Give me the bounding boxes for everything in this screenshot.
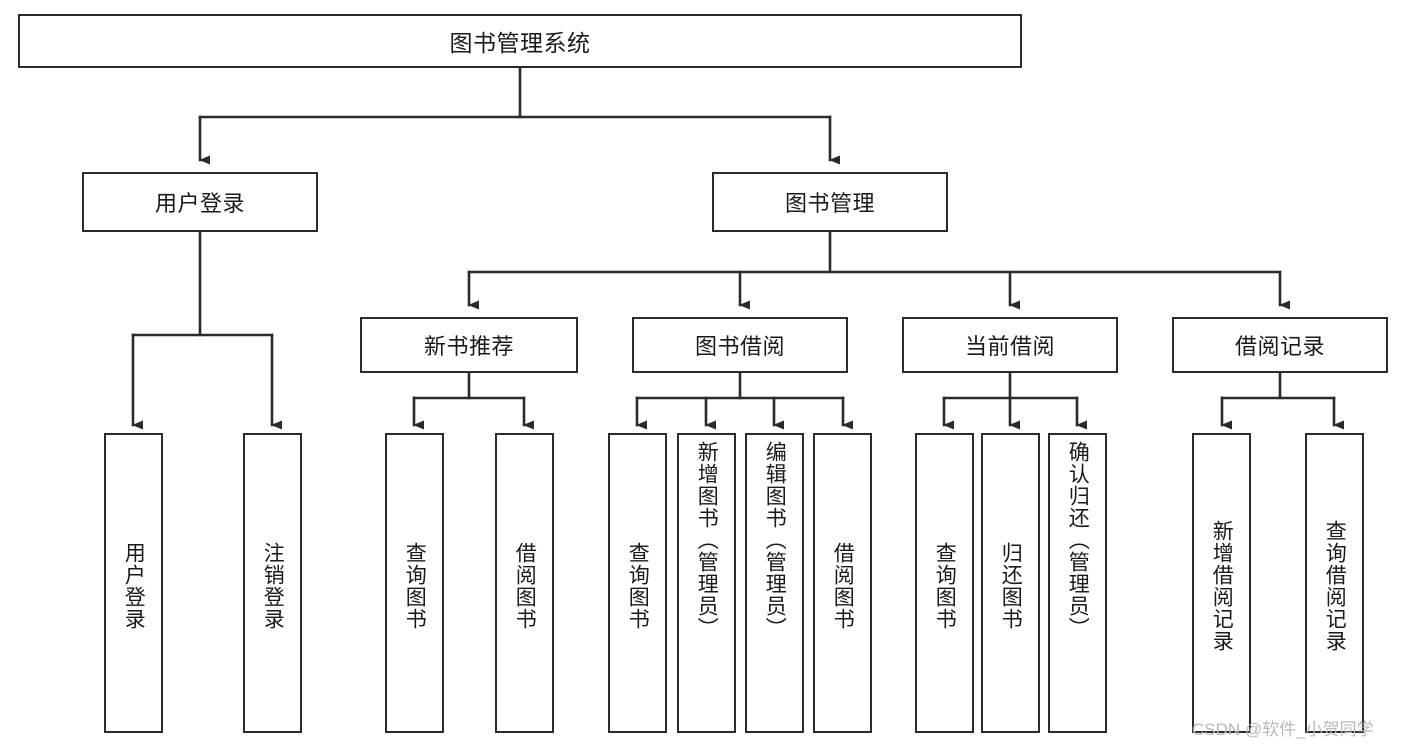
- node-label: 用户登录: [122, 542, 146, 630]
- node-leaf-edit-book-admin[interactable]: 编辑图书（管理员）: [745, 433, 804, 733]
- node-label: 查询图书: [403, 542, 427, 630]
- node-leaf-add-borrow-record[interactable]: 新增借阅记录: [1192, 433, 1251, 733]
- node-leaf-logout-login[interactable]: 注销登录: [243, 433, 302, 733]
- node-label: 查询图书: [933, 542, 957, 630]
- node-label: 图书管理系统: [449, 30, 591, 56]
- node-leaf-return-book[interactable]: 归还图书: [981, 433, 1040, 733]
- node-label: 借阅记录: [1234, 334, 1325, 359]
- node-leaf-query-book-borrow[interactable]: 查询图书: [608, 433, 667, 733]
- node-label: 图书借阅: [694, 334, 785, 359]
- node-new-book-recommendation[interactable]: 新书推荐: [360, 317, 578, 373]
- node-leaf-borrow-book-borrow[interactable]: 借阅图书: [813, 433, 872, 733]
- node-leaf-query-book-recommend[interactable]: 查询图书: [385, 433, 444, 733]
- node-leaf-borrow-book-recommend[interactable]: 借阅图书: [495, 433, 554, 733]
- node-label: 新增图书（管理员）: [695, 441, 719, 639]
- node-label: 新增借阅记录: [1210, 520, 1234, 652]
- node-leaf-confirm-return-admin[interactable]: 确认归还（管理员）: [1048, 433, 1107, 733]
- node-current-borrow[interactable]: 当前借阅: [902, 317, 1118, 373]
- node-label: 归还图书: [999, 542, 1023, 630]
- node-leaf-add-book-admin[interactable]: 新增图书（管理员）: [677, 433, 736, 733]
- node-label: 确认归还（管理员）: [1066, 441, 1090, 639]
- node-label: 当前借阅: [964, 334, 1055, 359]
- node-book-manage[interactable]: 图书管理: [712, 172, 948, 232]
- node-leaf-query-borrow-record[interactable]: 查询借阅记录: [1305, 433, 1364, 733]
- node-label: 借阅图书: [831, 542, 855, 630]
- node-user-login[interactable]: 用户登录: [82, 172, 318, 232]
- node-label: 注销登录: [261, 542, 285, 630]
- node-book-borrow[interactable]: 图书借阅: [632, 317, 848, 373]
- node-root-system[interactable]: 图书管理系统: [18, 14, 1022, 68]
- node-borrow-record[interactable]: 借阅记录: [1172, 317, 1388, 373]
- node-label: 图书管理: [784, 191, 875, 216]
- node-label: 查询借阅记录: [1323, 520, 1347, 652]
- node-label: 查询图书: [626, 542, 650, 630]
- node-label: 借阅图书: [513, 542, 537, 630]
- node-leaf-user-login[interactable]: 用户登录: [104, 433, 163, 733]
- node-leaf-query-book-current[interactable]: 查询图书: [915, 433, 974, 733]
- node-label: 新书推荐: [423, 334, 514, 359]
- node-label: 用户登录: [154, 191, 245, 216]
- node-label: 编辑图书（管理员）: [763, 441, 787, 639]
